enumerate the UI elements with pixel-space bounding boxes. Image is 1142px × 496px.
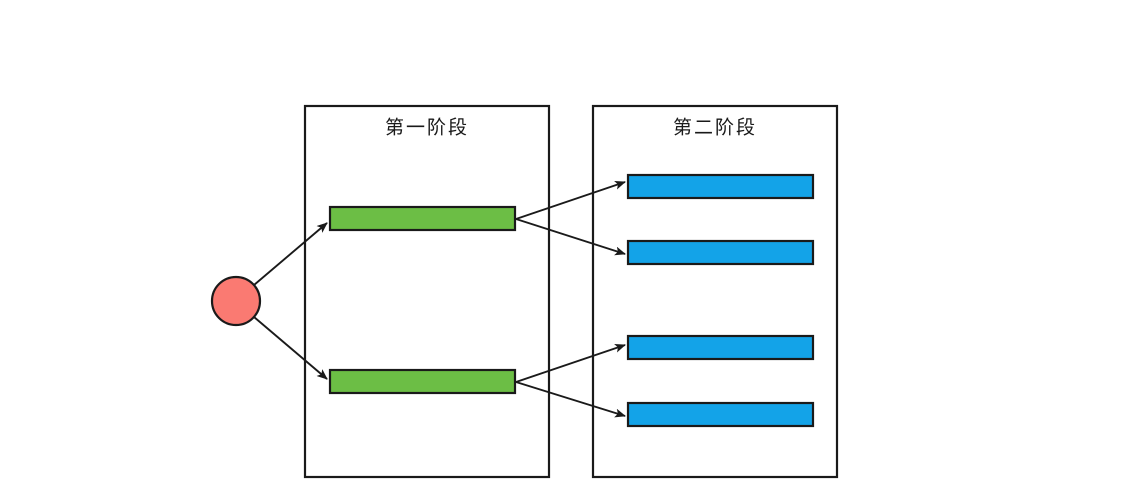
connector-arrows — [253, 180, 626, 418]
stage-one-item-stage1-item-2[interactable] — [328, 368, 517, 395]
stage-two-item-stage2-item-4[interactable] — [626, 401, 815, 428]
source-node[interactable] — [210, 275, 262, 327]
connector-stage1-item-1-to-stage2-item-1 — [515, 180, 626, 220]
connector-stage1-item-2-to-stage2-item-4 — [515, 381, 626, 418]
stage-title-stage-one: 第一阶段 — [385, 117, 469, 139]
stage-two-item-stage2-item-1[interactable] — [626, 173, 815, 200]
stage-title-stage-two: 第二阶段 — [673, 117, 757, 139]
stage-one-item-stage1-item-1[interactable] — [328, 205, 517, 232]
stage-titles: 第一阶段 第二阶段 — [385, 117, 757, 139]
diagram-nodes — [210, 173, 815, 428]
stage-container-stage-one — [303, 104, 551, 479]
stage-two-item-stage2-item-3[interactable] — [626, 334, 815, 361]
connector-stage1-item-1-to-stage2-item-2 — [515, 218, 626, 256]
connector-source-to-stage1-item-2 — [253, 316, 328, 380]
stage-two-item-stage2-item-2[interactable] — [626, 239, 815, 266]
connector-source-to-stage1-item-1 — [253, 222, 328, 286]
connector-stage1-item-2-to-stage2-item-3 — [515, 343, 626, 383]
